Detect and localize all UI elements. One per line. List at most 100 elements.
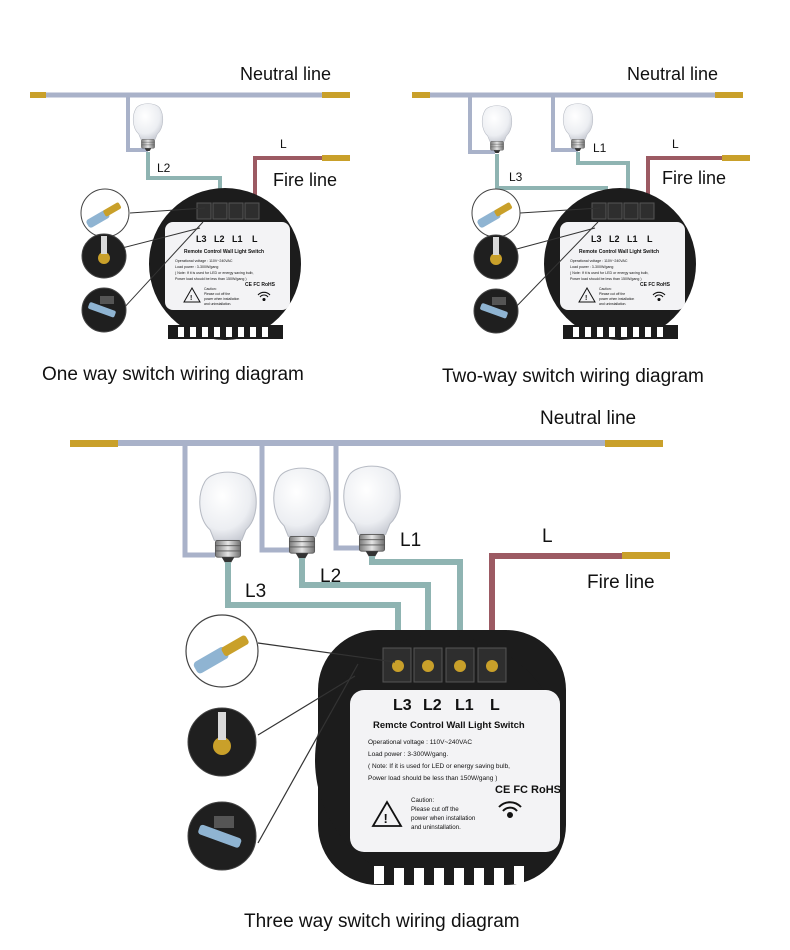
wifi-icon <box>257 291 271 302</box>
device-label-panel <box>165 222 290 310</box>
light-bulb-icon <box>273 467 331 559</box>
terminal-label-l: L <box>490 697 500 714</box>
diagram-title: Two-way switch wiring diagram <box>442 366 704 387</box>
wire-label-l3: L3 <box>245 581 266 602</box>
screwdriver-terminal-icon <box>81 233 127 279</box>
spec-line-3: ( Note: If it is used for LED or energy … <box>175 271 254 275</box>
caution-line-1: Caution: <box>411 797 434 804</box>
spec-line-1: Operational voltage : 110V~240VAC <box>570 259 628 263</box>
caution-line-4: and uninstallation. <box>599 302 626 306</box>
live-wire <box>253 156 330 212</box>
diagram-three-way: Neutral line L3 L2 L1 L Fire line <box>70 408 670 932</box>
spec-line-4: Power load should be less than 150W/gang… <box>175 277 247 281</box>
neutral-drop-wire-a <box>182 443 215 558</box>
device-name: Remote Control Wall Light Switch <box>579 249 659 255</box>
caution-line-2: Please cut off the <box>411 806 459 813</box>
terminal-label-l1: L1 <box>232 234 243 244</box>
device-name: Remote Control Wall Light Switch <box>184 249 264 255</box>
wire-tip-right <box>322 92 350 98</box>
certification-marks: CE FC RoHS <box>640 282 671 288</box>
wifi-icon <box>652 291 666 302</box>
terminal-label-l2: L2 <box>214 234 225 244</box>
spec-line-2: Load power : 3-300W/gang <box>570 265 613 269</box>
fire-line-label: Fire line <box>273 170 337 190</box>
terminal-label-l2: L2 <box>609 234 620 244</box>
live-label: L <box>280 137 287 151</box>
terminal-label-l1: L1 <box>627 234 638 244</box>
load-wire-l2 <box>299 558 431 660</box>
wire-label-l1: L1 <box>593 141 607 155</box>
live-wire <box>489 553 650 660</box>
caution-line-2: Please cut off the <box>599 292 625 296</box>
stripped-wire-icon <box>80 188 130 238</box>
neutral-drop-wire-a <box>468 95 495 154</box>
device-label-panel <box>560 222 685 310</box>
device-name: Remcte Control Wall Light Switch <box>373 720 525 731</box>
light-bulb-icon <box>562 103 594 152</box>
wire-insertion-icon <box>473 288 519 334</box>
spec-line-2: Load power : 3-300W/gang. <box>368 751 448 758</box>
screwdriver-terminal-icon <box>187 707 257 777</box>
terminal-label-l2: L2 <box>423 697 442 714</box>
wire-tip-left <box>30 92 46 98</box>
spec-line-4: Power load should be less than 150W/gang… <box>570 277 642 281</box>
terminal-label-l: L <box>647 234 653 244</box>
spec-line-3: ( Note: If it is used for LED or energy … <box>570 271 649 275</box>
spec-line-3: ( Note: If it is used for LED or energy … <box>368 763 510 770</box>
diagram-title: One way switch wiring diagram <box>42 364 304 385</box>
stripped-wire-icon <box>471 188 521 238</box>
diagram-title: Three way switch wiring diagram <box>244 911 520 932</box>
caution-line-1: Caution: <box>204 287 217 291</box>
fire-line-label: Fire line <box>587 572 655 593</box>
caution-line-3: power when installation <box>204 297 239 301</box>
caution-line-3: power when installation <box>599 297 634 301</box>
wire-label-l3: L3 <box>509 170 523 184</box>
neutral-drop-wire-b <box>259 443 290 553</box>
svg-text:!: ! <box>190 295 192 302</box>
wire-insertion-icon <box>187 801 257 871</box>
diagram-one-way: Neutral line L2 L Fire line L3 L2 L1 L R… <box>30 64 350 385</box>
neutral-line-label: Neutral line <box>627 64 718 84</box>
light-bulb-icon <box>199 471 257 563</box>
live-label: L <box>542 526 553 547</box>
live-wire-tip <box>722 155 750 161</box>
wifi-icon <box>498 801 522 818</box>
spec-line-1: Operational voltage : 110V~240VAC <box>368 739 472 746</box>
svg-text:!: ! <box>384 811 388 826</box>
spec-line-4: Power load should be less than 150W/gang… <box>368 775 497 782</box>
svg-text:!: ! <box>585 295 587 302</box>
wire-tip-left <box>412 92 430 98</box>
wire-label-l2: L2 <box>157 161 171 175</box>
load-wire-l1 <box>369 556 463 660</box>
terminal-label-l: L <box>252 234 258 244</box>
warning-triangle-icon <box>578 286 596 303</box>
spec-line-1: Operational voltage : 110V~240VAC <box>175 259 233 263</box>
light-bulb-icon <box>343 465 401 557</box>
neutral-line-label: Neutral line <box>240 64 331 84</box>
neutral-drop-wire <box>126 95 148 152</box>
load-wire-l1 <box>576 152 630 212</box>
neutral-line-label: Neutral line <box>540 408 636 429</box>
light-bulb-icon <box>132 103 164 152</box>
terminal-label-l1: L1 <box>455 697 474 714</box>
live-label: L <box>672 137 679 151</box>
caution-line-3: power when installation <box>411 815 476 822</box>
warning-triangle-icon <box>371 800 403 827</box>
wire-label-l2: L2 <box>320 566 341 587</box>
caution-line-1: Caution: <box>599 287 612 291</box>
device-label-panel <box>350 690 560 852</box>
neutral-drop-wire-b <box>551 95 578 152</box>
terminal-label-l3: L3 <box>196 234 207 244</box>
screwdriver-terminal-icon <box>473 234 519 280</box>
spec-line-2: Load power : 3-300W/gang <box>175 265 218 269</box>
fire-line-label: Fire line <box>662 168 726 188</box>
terminal-label-l3: L3 <box>591 234 602 244</box>
diagram-two-way: Neutral line L3 L1 L Fire line L3 L2 L1 … <box>412 64 750 387</box>
wire-insertion-icon <box>81 287 127 333</box>
wire-label-l1: L1 <box>400 530 421 551</box>
light-bulb-icon <box>481 105 513 154</box>
warning-triangle-icon <box>183 286 201 303</box>
wire-tip-right <box>715 92 743 98</box>
neutral-drop-wire-c <box>333 443 360 551</box>
